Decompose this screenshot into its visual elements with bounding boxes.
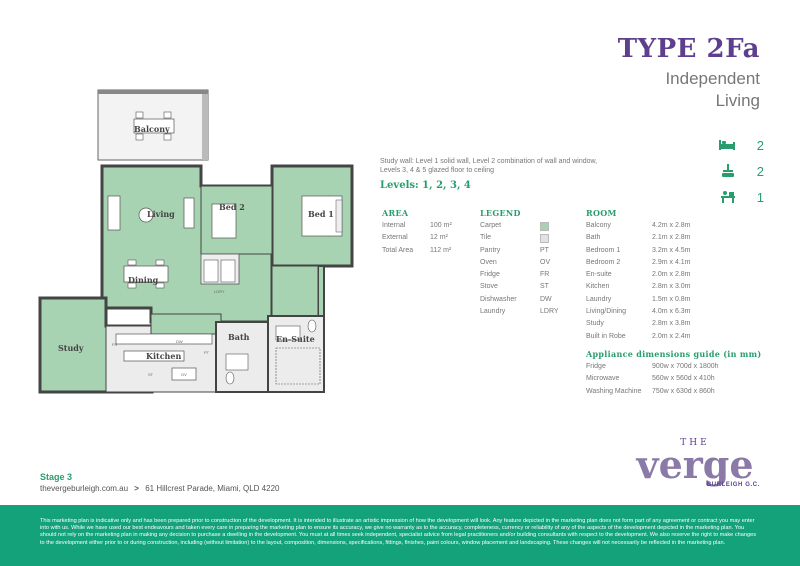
legend-heading: LEGEND	[480, 208, 521, 218]
feature-counts: 2 2 1	[694, 132, 764, 210]
appliance-heading: Appliance dimensions guide (in mm)	[586, 348, 762, 359]
disclaimer-text: This marketing plan is indicative only a…	[40, 518, 756, 546]
legend-row: Carpet	[480, 220, 570, 232]
area-heading: AREA	[382, 208, 409, 218]
note-line-1: Study wall: Level 1 solid wall, Level 2 …	[380, 158, 598, 165]
plan-dw-label: DW	[176, 339, 183, 344]
study-icon	[721, 191, 735, 203]
plan-bed1-label: Bed 1	[308, 209, 334, 219]
logo-sub: BURLEIGH G.C.	[706, 482, 760, 488]
verge-logo: THE verge BURLEIGH G.C.	[630, 438, 760, 488]
plan-living-label: Living	[147, 209, 175, 219]
plan-st-label: ST	[148, 372, 154, 377]
disclaimer-bar: This marketing plan is indicative only a…	[0, 505, 800, 566]
bedroom-2-area	[200, 185, 273, 255]
subtitle-line-2: Living	[715, 91, 760, 110]
plan-dining-label: Dining	[128, 275, 159, 285]
bedroom-count-value: 2	[756, 137, 764, 153]
bedroom-count: 2	[694, 132, 764, 158]
study-wall-note: Study wall: Level 1 solid wall, Level 2 …	[380, 157, 680, 175]
study-count: 1	[694, 184, 764, 210]
plan-subtitle: Independent Living	[665, 68, 760, 112]
bed-icon	[719, 140, 735, 150]
address-separator: >	[134, 484, 139, 493]
plan-balcony-label: Balcony	[134, 124, 170, 134]
logo-the: THE	[680, 438, 710, 448]
tile-swatch	[540, 234, 549, 244]
stage-label: Stage 3	[40, 472, 73, 482]
floor-plan: LDRY DW FR PT ST OV Balcony Living Dinin…	[38, 89, 354, 394]
plan-bath-label: Bath	[228, 332, 250, 342]
street-address: 61 Hillcrest Parade, Miami, QLD 4220	[145, 484, 280, 493]
legend-row: Tile	[480, 232, 570, 244]
plan-kitchen-label: Kitchen	[146, 351, 181, 361]
note-line-2: Levels 3, 4 & 5 glazed floor to ceiling	[380, 167, 495, 174]
carpet-swatch	[540, 222, 549, 231]
levels-label: Levels: 1, 2, 3, 4	[380, 180, 471, 191]
plan-fr-label: FR	[112, 342, 117, 347]
plan-ov-label: OV	[181, 372, 187, 377]
bathroom-count-value: 2	[756, 163, 764, 179]
bathroom-count: 2	[694, 158, 764, 184]
plan-ensuite-label: En-Suite	[276, 334, 315, 344]
bath-icon	[722, 164, 734, 177]
subtitle-line-1: Independent	[665, 69, 760, 88]
plan-study-label: Study	[58, 343, 84, 353]
plan-ldry-label: LDRY	[214, 289, 225, 294]
plan-type-title: TYPE 2Fa	[617, 34, 760, 64]
address-line: thevergeburleigh.com.au > 61 Hillcrest P…	[40, 484, 279, 493]
room-heading: ROOM	[586, 208, 617, 218]
study-count-value: 1	[756, 189, 764, 205]
website-link[interactable]: thevergeburleigh.com.au	[40, 484, 129, 493]
logo-name: verge	[636, 442, 754, 487]
plan-bed2-label: Bed 2	[219, 202, 245, 212]
plan-pt-label: PT	[204, 350, 210, 355]
